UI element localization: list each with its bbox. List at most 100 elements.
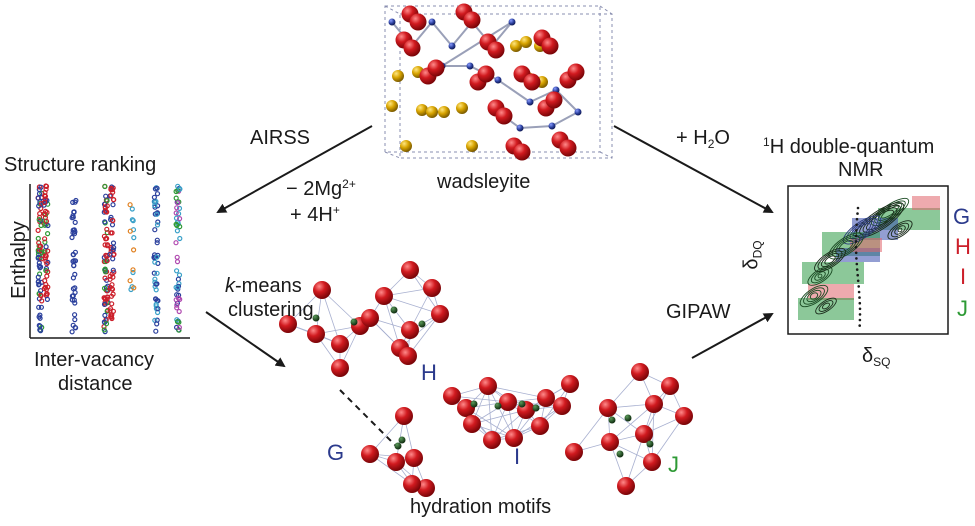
- ranking-point: [176, 292, 182, 298]
- nmr-diagonal-dot: [857, 290, 861, 294]
- ranking-point: [36, 191, 43, 197]
- ranking-point: [38, 184, 44, 190]
- nmr-diagonal-dot: [858, 313, 862, 316]
- nmr-title-line1: 1H double-quantum: [763, 135, 935, 158]
- nmr-dq-axis-label: δDQ: [740, 240, 765, 270]
- ranking-plot: [29, 183, 190, 339]
- ranking-point: [102, 219, 108, 225]
- nmr-diagonal-dot: [858, 307, 862, 311]
- ranking-point: [43, 244, 49, 250]
- ranking-point: [152, 227, 158, 233]
- nmr-contour: [803, 287, 825, 305]
- ranking-point: [101, 327, 107, 333]
- ranking-point: [71, 263, 77, 269]
- motif-g-oxygen-atom: [331, 359, 349, 377]
- motif-h-oxygen-atom: [361, 309, 379, 327]
- magnesium-atom: [400, 140, 412, 152]
- motif-g-oxygen-atom: [279, 315, 297, 333]
- ranking-point: [42, 284, 49, 290]
- ranking-point: [176, 205, 183, 211]
- ranking-point: [39, 298, 45, 304]
- motif-label-j: J: [668, 452, 679, 477]
- ranking-point: [35, 227, 41, 233]
- nmr-contour: [824, 255, 836, 265]
- ranking-point: [174, 268, 180, 274]
- ranking-point: [37, 315, 43, 321]
- motif-i-oxygen-atom: [483, 431, 501, 449]
- ranking-point: [101, 201, 108, 207]
- ranking-point: [102, 183, 108, 190]
- ranking-point: [71, 209, 77, 215]
- oxygen-atom: [477, 65, 495, 83]
- wadsleyite-structure: [384, 3, 613, 161]
- ranking-title: Structure ranking: [4, 154, 157, 176]
- ranking-point: [110, 202, 116, 208]
- nmr-diagonal-dot: [858, 296, 861, 299]
- ranking-point: [42, 196, 48, 202]
- nmr-title-line2: NMR: [838, 159, 884, 181]
- nmr-contour: [838, 240, 854, 252]
- ranking-point: [108, 230, 114, 236]
- oxygen-atom: [567, 63, 585, 81]
- motif-i-hydrogen-atom: [494, 402, 502, 410]
- ranking-point: [176, 272, 183, 278]
- motif-j-hydrogen-atom: [646, 440, 654, 448]
- ranking-point: [154, 270, 160, 276]
- ranking-point: [104, 308, 110, 314]
- ranking-point: [35, 274, 41, 280]
- motif-h-oxygen-atom: [399, 347, 417, 365]
- nmr-diagonal-dot: [855, 262, 859, 266]
- nmr-diagonal-dot: [858, 318, 862, 322]
- nmr-contour: [814, 247, 846, 273]
- nmr-diagonal-dot: [855, 268, 859, 271]
- ranking-point: [71, 297, 77, 303]
- motif-j-oxygen-atom: [631, 363, 649, 381]
- magnesium-atom: [416, 104, 428, 116]
- ranking-point: [155, 203, 161, 209]
- ranking-point: [176, 327, 182, 333]
- ranking-point: [151, 194, 157, 200]
- ranking-point: [176, 211, 182, 217]
- ranking-point: [43, 291, 50, 297]
- motif-label-h: H: [421, 360, 437, 385]
- motif-j-oxygen-atom: [565, 443, 583, 461]
- nmr-contour: [799, 284, 829, 308]
- ranking-point: [36, 260, 42, 266]
- motif-i-oxygen-atom: [537, 389, 555, 407]
- nmr-sq-axis-label: δSQ: [862, 345, 891, 369]
- silicon-atom: [508, 18, 516, 26]
- silicon-atom: [516, 124, 524, 132]
- nmr-contour: [890, 222, 910, 238]
- ranking-point: [154, 185, 160, 191]
- nmr-diagonal-dot: [854, 240, 858, 243]
- ranking-point: [109, 222, 116, 228]
- nmr-contour: [809, 292, 819, 300]
- ranking-point: [44, 296, 51, 302]
- nmr-diagonal-dot: [857, 285, 860, 288]
- ranking-point: [102, 312, 108, 318]
- motif-g-oxygen-atom: [387, 453, 405, 471]
- ranking-point: [173, 240, 179, 246]
- nmr-legend-h: H: [955, 234, 971, 259]
- nmr-contour: [846, 218, 878, 242]
- reaction-mg-label: − 2Mg2+: [286, 177, 356, 200]
- nmr-contour: [897, 227, 903, 233]
- ranking-point: [173, 297, 179, 303]
- motif-g-oxygen-atom: [405, 449, 423, 467]
- nmr-contour: [810, 268, 830, 284]
- reaction-h-label: + 4H+: [290, 203, 340, 226]
- ranking-point: [38, 293, 44, 299]
- motif-j-oxygen-atom: [635, 425, 653, 443]
- nmr-contour: [831, 235, 861, 257]
- oxygen-atom: [523, 73, 541, 91]
- motif-i-oxygen-atom: [561, 375, 579, 393]
- arrow-airss: [216, 125, 373, 213]
- ranking-point: [174, 205, 180, 211]
- magnesium-atom: [426, 106, 438, 118]
- ranking-point: [174, 228, 180, 234]
- ranking-point: [72, 317, 78, 323]
- ranking-point: [176, 324, 182, 331]
- ranking-point: [35, 247, 41, 253]
- nmr-contour: [815, 297, 837, 315]
- inter-vacancy-label-line2: distance: [58, 373, 133, 395]
